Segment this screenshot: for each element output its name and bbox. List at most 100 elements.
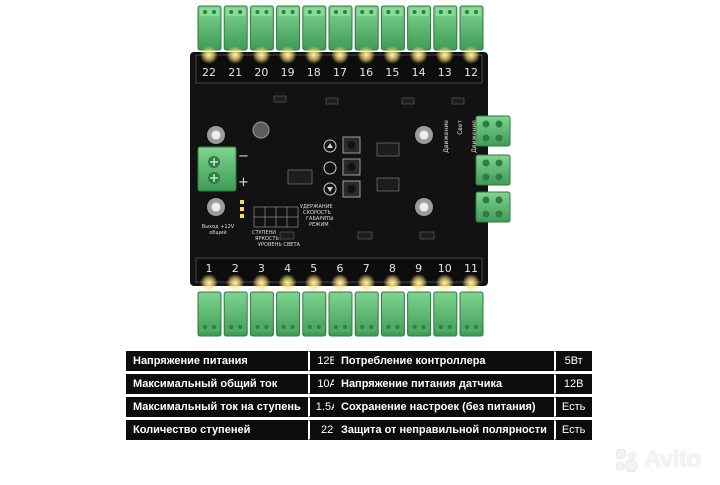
power-terminal — [197, 146, 237, 192]
ok-icon — [323, 161, 337, 175]
top-channel-strip — [195, 54, 483, 84]
channel-number: 18 — [306, 66, 321, 79]
channel-number: 11 — [464, 262, 478, 275]
sensor-terminal-block — [475, 115, 511, 147]
ic-3 — [376, 177, 400, 192]
spec-label: Напряжение питания датчика — [334, 374, 554, 394]
mode-label: ГАБАРИТЫ — [306, 216, 334, 222]
top-terminal-blocks — [197, 5, 484, 51]
sensor-terminal-block — [475, 191, 511, 223]
bottom-terminal-block — [302, 291, 327, 337]
top-terminal-block — [407, 5, 432, 51]
step-label: СТУПЕНИ — [252, 230, 277, 236]
channel-number: 21 — [228, 66, 243, 79]
settings-grid — [253, 206, 299, 228]
mode-label: УДЕРЖАНИЕ — [300, 204, 333, 210]
status-led-3 — [240, 214, 244, 218]
sensor-label: Движение — [443, 120, 450, 153]
top-terminal-block — [459, 5, 484, 51]
sensor-label: Свет — [457, 120, 464, 135]
ic-1 — [287, 169, 313, 185]
spec-value: Есть — [553, 420, 593, 440]
step-label: ЯРКОСТЬ — [255, 236, 279, 242]
top-led-glows — [200, 46, 480, 64]
channel-number: 12 — [464, 66, 478, 79]
bottom-terminal-block — [328, 291, 353, 337]
pcb-body — [190, 52, 488, 286]
bottom-led — [278, 274, 297, 292]
top-led — [278, 46, 297, 64]
mode-label: РЕЖИМ — [309, 222, 329, 228]
bottom-led — [357, 274, 376, 292]
top-terminal-block — [328, 5, 353, 51]
top-led — [357, 46, 376, 64]
spec-label: Защита от неправильной полярности — [334, 420, 554, 440]
channel-number: 9 — [415, 262, 423, 275]
avito-wordmark: Avito — [644, 446, 701, 473]
step-label: УРОВЕНЬ СВЕТА — [258, 242, 300, 248]
bottom-terminal-block — [407, 291, 432, 337]
ic-2 — [376, 142, 400, 157]
spec-label: Сохранение настроек (без питания) — [334, 397, 554, 417]
channel-number: 13 — [437, 66, 452, 79]
spec-label: Максимальный общий ток — [126, 374, 308, 394]
bottom-led — [435, 274, 454, 292]
channel-number: 1 — [205, 262, 213, 275]
sensor-label: Движение — [471, 120, 478, 153]
top-terminal-block — [223, 5, 248, 51]
top-led — [200, 46, 218, 64]
top-led — [304, 46, 323, 64]
top-terminal-block — [380, 5, 405, 51]
spec-label: Напряжение питания — [126, 351, 308, 371]
channel-number: 8 — [388, 262, 396, 275]
bottom-led — [226, 274, 245, 292]
bottom-terminal-block — [223, 291, 248, 337]
avito-dots-icon — [615, 448, 638, 473]
power-output-label: Выход +12V общий — [201, 224, 235, 236]
channel-number: 15 — [385, 66, 400, 79]
top-terminal-block — [276, 5, 301, 51]
top-terminal-block — [197, 5, 222, 51]
top-led — [462, 46, 480, 64]
channel-number: 20 — [254, 66, 269, 79]
status-led-2 — [240, 207, 244, 211]
channel-number: 5 — [310, 262, 318, 275]
status-led-1 — [240, 200, 244, 204]
bottom-led-glows — [200, 274, 480, 292]
bottom-terminal-block — [197, 291, 222, 337]
top-led — [252, 46, 271, 64]
spec-value: 12В — [553, 374, 593, 394]
top-led — [409, 46, 428, 64]
bottom-terminal-block — [249, 291, 274, 337]
top-led — [383, 46, 402, 64]
spec-value: Есть — [553, 397, 593, 417]
capacitor — [252, 121, 270, 139]
bottom-terminal-block — [276, 291, 301, 337]
channel-number: 2 — [231, 262, 239, 275]
channel-number: 7 — [362, 262, 370, 275]
top-terminal-block — [302, 5, 327, 51]
avito-watermark: Avito — [612, 446, 701, 474]
bottom-terminal-block — [354, 291, 379, 337]
top-led — [226, 46, 245, 64]
spec-label: Максимальный ток на ступень — [126, 397, 308, 417]
bottom-led — [331, 274, 349, 292]
mode-label: СКОРОСТЬ — [303, 210, 331, 216]
bottom-led — [304, 274, 323, 292]
plus-label: + — [238, 175, 249, 190]
bottom-led — [200, 274, 218, 292]
top-terminal-block — [249, 5, 274, 51]
controller-board-illustration — [190, 5, 511, 337]
minus-label: − — [238, 149, 249, 164]
spec-label: Потребление контроллера — [334, 351, 554, 371]
bottom-terminal-block — [433, 291, 458, 337]
